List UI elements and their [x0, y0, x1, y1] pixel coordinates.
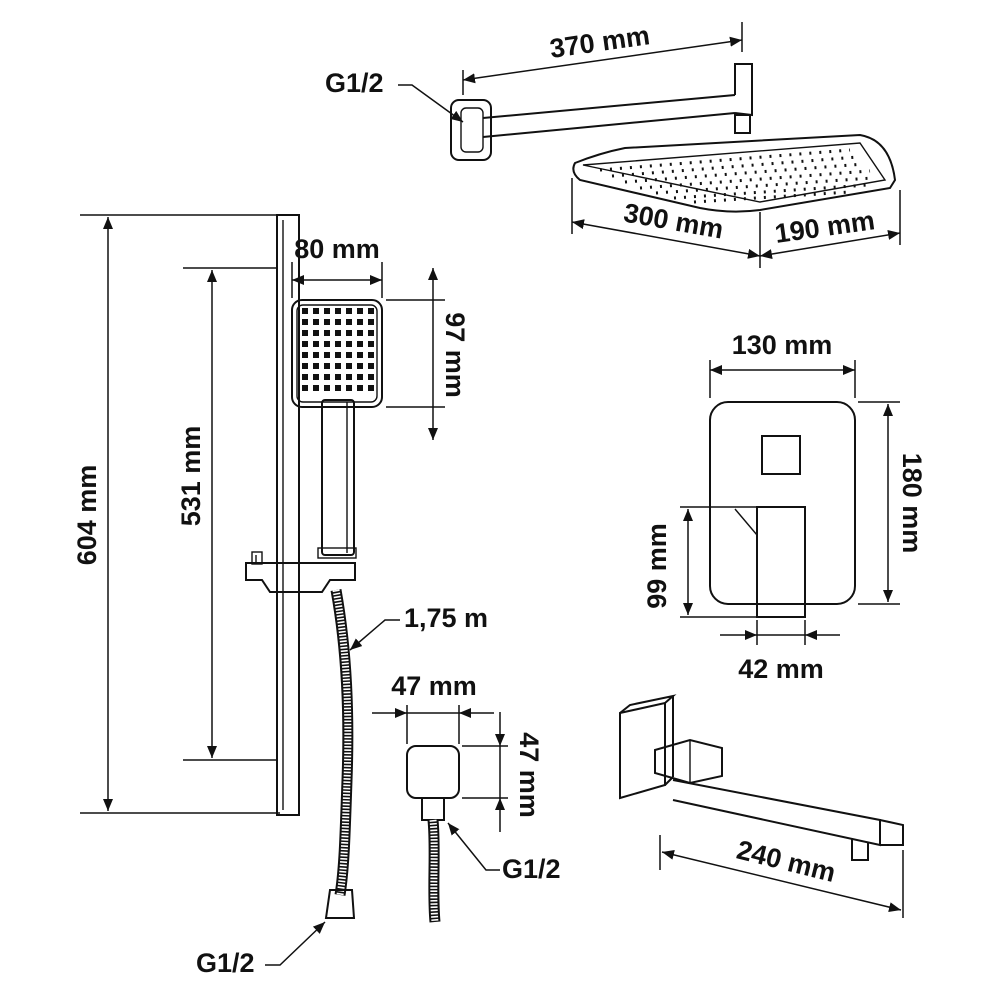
spout-length-dimension: [661, 849, 902, 913]
rail-height-label: 604 mm: [72, 465, 102, 566]
rain-shower-head: [572, 133, 897, 213]
lever-width-label: 42 mm: [738, 654, 824, 684]
outlet-thread-leader: [447, 822, 500, 871]
slide-rail-group: 604 mm 531 mm 80 mm 97 mm 1,75 m G1/2: [72, 214, 488, 978]
spout-length-label: 240 mm: [734, 835, 839, 888]
mixer-width-label: 130 mm: [732, 330, 833, 360]
shower-arm: [482, 63, 753, 138]
arm-length-dimension: [462, 36, 743, 84]
mixer-group: 130 mm 180 mm 99 mm 42 mm: [642, 330, 927, 684]
hose-thread-label: G1/2: [196, 948, 255, 978]
outlet-nut: [421, 797, 445, 821]
head-nozzles: [599, 148, 873, 204]
bath-spout: [619, 694, 904, 861]
mixer-plate: [709, 401, 856, 605]
hose-length-label: 1,75 m: [404, 603, 488, 633]
rail-spacing-label: 531 mm: [176, 426, 206, 527]
arm-thread-label: G1/2: [325, 68, 384, 98]
hand-height-label: 97 mm: [440, 312, 470, 398]
rail-holder: [245, 551, 356, 593]
outlet-width-label: 47 mm: [391, 671, 477, 701]
head-width-dimension: [759, 230, 901, 259]
shower-hose: [324, 589, 356, 919]
mixer-height-label: 180 mm: [897, 453, 927, 554]
hand-width-label: 80 mm: [294, 234, 380, 264]
hose-nut: [324, 889, 356, 919]
overhead-shower-group: 370 mm G1/2 300 mm 190 mm: [325, 20, 901, 268]
head-width-label: 190 mm: [773, 205, 877, 249]
head-length-dimension: [571, 219, 761, 259]
hose-thread-leader: [265, 921, 326, 966]
slide-rail: [276, 214, 300, 816]
wall-outlet: [406, 745, 460, 799]
arm-wall-flange: [450, 99, 492, 161]
arm-thread-leader: [398, 84, 464, 123]
head-length-label: 300 mm: [621, 198, 725, 245]
wall-outlet-group: 47 mm 47 mm G1/2: [372, 671, 561, 923]
mixer-lever: [680, 506, 806, 618]
outlet-thread-label: G1/2: [502, 854, 561, 884]
diverter-button: [761, 435, 801, 475]
hand-shower: [291, 299, 383, 559]
arm-length-label: 370 mm: [548, 20, 652, 64]
hose-length-leader: [349, 619, 400, 651]
lever-height-label: 99 mm: [642, 523, 672, 609]
outlet-height-label: 47 mm: [514, 732, 544, 818]
bath-spout-group: 240 mm: [619, 694, 904, 918]
hand-shower-nozzles: [300, 306, 376, 394]
